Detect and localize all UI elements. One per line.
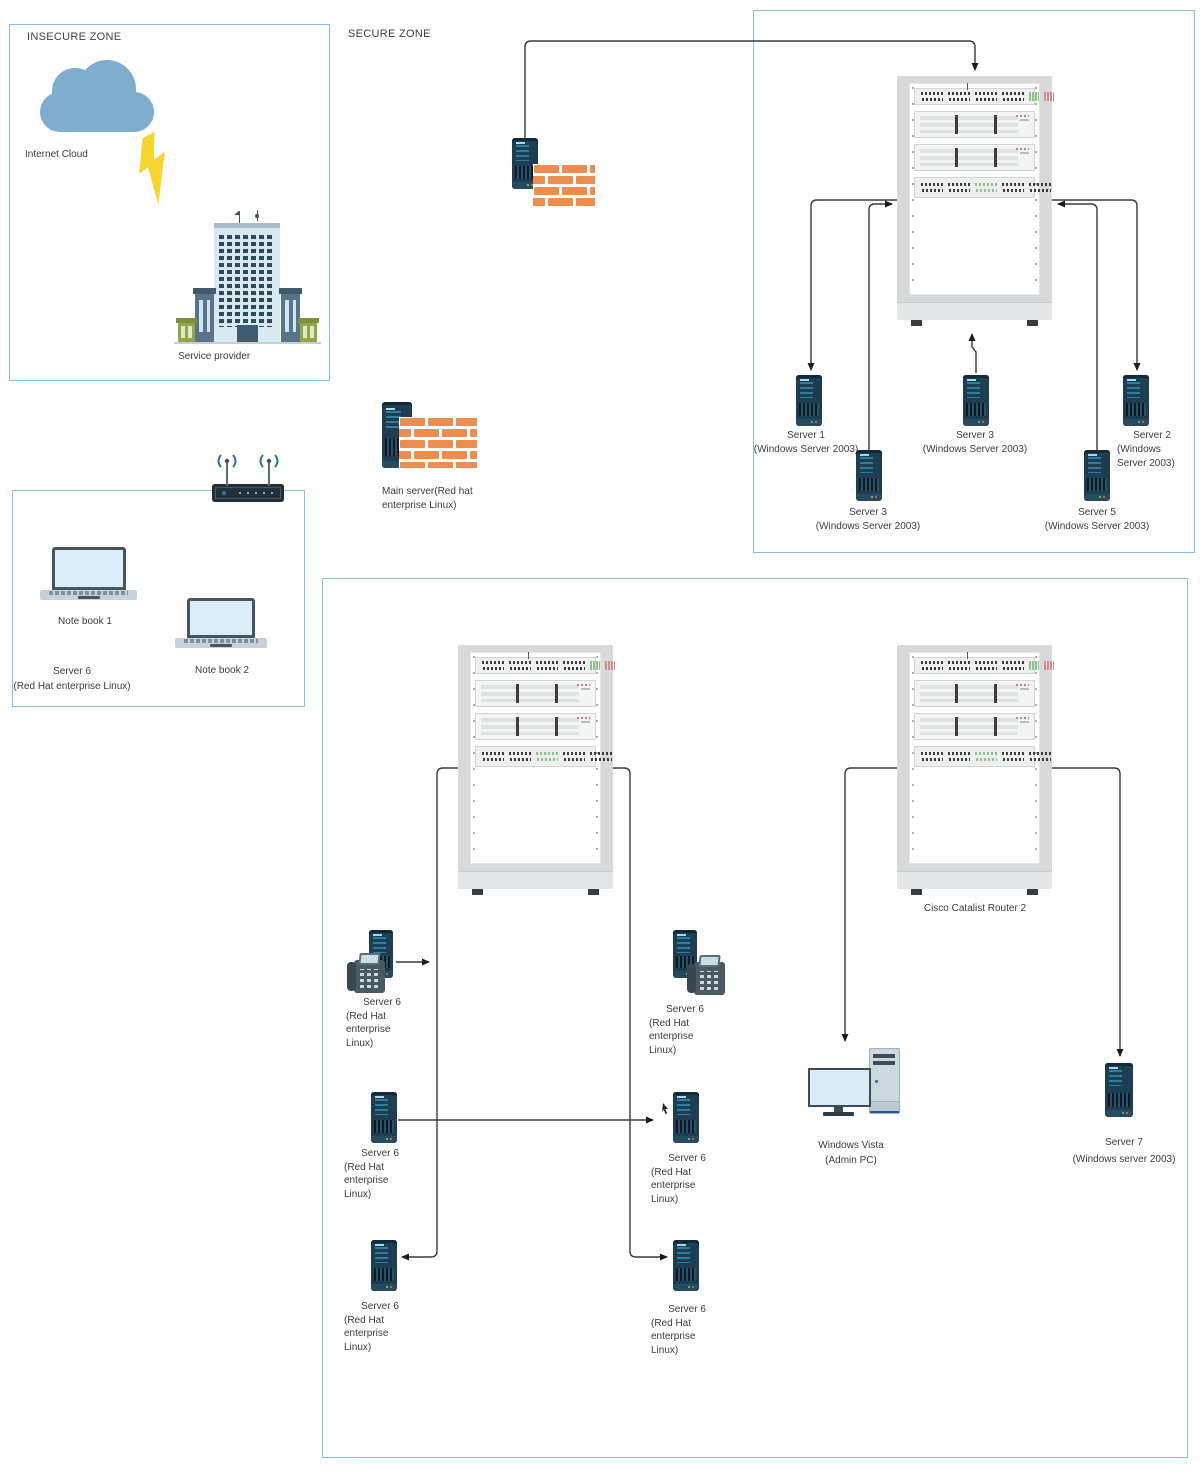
service-provider-label: Service provider (178, 351, 251, 362)
server3-lower-tower-icon[interactable] (856, 450, 882, 501)
cursor-artifact-icon (662, 1103, 668, 1115)
pc-tower-icon (869, 1048, 900, 1114)
server7-tower-icon[interactable] (1105, 1063, 1133, 1117)
server2-label: Server 2 (Windows Server 2003) (1117, 430, 1175, 469)
insecure-zone-box[interactable] (9, 24, 330, 381)
building-right-wing (279, 288, 302, 342)
wifi-antenna-icon (259, 454, 279, 486)
server3-lower-label: Server 3 (Windows Server 2003) (815, 507, 921, 532)
admin-pc-label: Windows Vista (Admin PC) (818, 1140, 884, 1166)
secure-zone-title: SECURE ZONE (348, 28, 431, 40)
phone-server-right-label: Server 6 (Red Hat enterprise Linux) (649, 1004, 704, 1056)
router-led (222, 491, 226, 495)
server6-mid-left-tower-icon[interactable] (371, 1092, 397, 1143)
brick-wall-icon (399, 417, 477, 468)
monitor-stand (834, 1107, 843, 1113)
wifi-antenna-icon (217, 454, 237, 486)
ip-phone-icon (687, 955, 725, 995)
server2-tower-icon[interactable] (1123, 375, 1149, 426)
notebook2-label: Note book 2 (195, 665, 249, 676)
internet-cloud-label: Internet Cloud (25, 149, 88, 160)
core-switch-rack[interactable] (897, 76, 1054, 326)
internet-cloud-icon[interactable] (40, 60, 154, 132)
monitor-base (823, 1112, 854, 1116)
server6-mid-right-tower-icon[interactable] (673, 1092, 699, 1143)
notebook1-laptop-icon[interactable] (40, 547, 137, 600)
building-right-annex (298, 318, 319, 342)
building-antenna-icon (234, 211, 240, 224)
server-tower-icon (673, 930, 697, 978)
server1-tower-icon[interactable] (796, 375, 822, 426)
lan-server6-label: Server 6 (Red Hat enterprise Linux) (13, 666, 131, 692)
notebook2-laptop-icon[interactable] (175, 598, 267, 648)
admin-pc-icon[interactable] (808, 1048, 900, 1118)
server6-mid-left-label: Server 6 (Red Hat enterprise Linux) (344, 1148, 399, 1200)
building-door (237, 325, 258, 342)
server1-label: Server 1 (Windows Server 2003) (753, 430, 859, 455)
server6-bottom-right-tower-icon[interactable] (673, 1240, 699, 1291)
insecure-zone-title: INSECURE ZONE (27, 31, 122, 43)
cisco-router2-label: Cisco Catalist Router 2 (923, 903, 1027, 914)
brick-wall-icon (533, 164, 595, 209)
ip-phone-icon (347, 953, 385, 993)
server7-label: Server 7 (Windows server 2003) (1072, 1137, 1176, 1165)
server3-center-label: Server 3 (Windows Server 2003) (922, 430, 1028, 455)
building-left-annex (176, 318, 197, 342)
datacenter-zone-box[interactable] (322, 578, 1188, 1458)
main-server-label: Main server(Red hat enterprise Linux) (382, 486, 473, 511)
notebook1-label: Note book 1 (58, 616, 112, 627)
pc-power-led (875, 1080, 878, 1083)
server6-bottom-left-label: Server 6 (Red Hat enterprise Linux) (344, 1301, 399, 1353)
building-antenna-icon (255, 210, 259, 221)
lightning-icon[interactable] (120, 130, 194, 208)
wireless-router-icon[interactable] (212, 484, 284, 502)
service-provider-building-icon[interactable] (174, 210, 321, 344)
monitor-icon (808, 1068, 871, 1107)
lan-zone-box[interactable] (12, 490, 305, 707)
server3-center-tower-icon[interactable] (963, 375, 989, 426)
server5-label: Server 5 (Windows Server 2003) (1044, 507, 1150, 532)
server6-bottom-right-label: Server 6 (Red Hat enterprise Linux) (651, 1304, 706, 1356)
server6-mid-right-label: Server 6 (Red Hat enterprise Linux) (651, 1153, 706, 1205)
secure-zone-box[interactable] (753, 10, 1195, 553)
switch-rack-1[interactable] (458, 645, 615, 895)
building-left-wing (193, 288, 216, 342)
server6-bottom-left-tower-icon[interactable] (371, 1240, 397, 1291)
building-main-tower (214, 223, 280, 342)
phone-server-left-label: Server 6 (Red Hat enterprise Linux) (346, 997, 401, 1049)
server5-tower-icon[interactable] (1084, 450, 1110, 501)
building-ground-line (174, 342, 321, 344)
cisco-catalist-router2-rack[interactable] (897, 645, 1054, 895)
router-ports (239, 492, 275, 494)
